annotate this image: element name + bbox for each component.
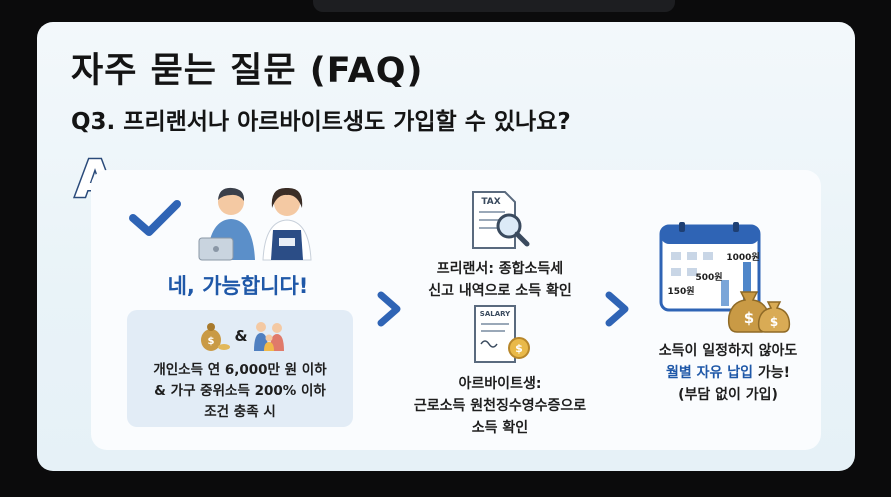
right-line: 소득이 일정하지 않아도 <box>658 343 798 359</box>
svg-text:$: $ <box>744 309 754 327</box>
right-line-rest: 가능! <box>753 365 791 381</box>
monthly-payment-text: 소득이 일정하지 않아도 월별 자유 납입 가능! (부담 없이 가입) <box>643 340 813 406</box>
condition-line: 개인소득 연 6,000만 원 이하 <box>153 362 327 378</box>
freelancer-line: 신고 내역으로 소득 확인 <box>428 283 572 299</box>
parttime-line: 소득 확인 <box>471 420 529 436</box>
svg-text:$: $ <box>770 315 778 329</box>
calendar-amount: 1000원 <box>726 251 759 263</box>
calendar-money-icon: 1000원 500원 150원 $ $ <box>659 222 791 333</box>
right-line: 월별 자유 납입 가능! <box>643 362 813 384</box>
checkmark-icon <box>129 200 181 236</box>
faq-card: 자주 묻는 질문 (FAQ) Q3. 프리랜서나 아르바이트생도 가입할 수 있… <box>37 22 855 471</box>
tax-document-icon: TAX <box>472 191 530 249</box>
window-top-bar <box>313 0 675 12</box>
svg-text:$: $ <box>208 336 215 347</box>
conditions-box: $ & 개인소득 연 6,000만 원 이하 & 가구 중위소득 200% 이하… <box>127 310 353 427</box>
parttime-line: 근로소득 원천징수영수증으로 <box>413 398 587 414</box>
money-family-icon: $ & <box>201 322 284 351</box>
calendar-amount: 150원 <box>667 285 694 297</box>
salary-label: SALARY <box>480 310 511 318</box>
page-title: 자주 묻는 질문 (FAQ) <box>71 51 424 91</box>
answer-panel: 네, 가능합니다! $ & 개인소득 연 6,000만 원 이하 & 가구 중위… <box>91 170 821 450</box>
parttime-line: 아르바이트생: <box>458 376 542 392</box>
chevron-right-icon <box>377 291 401 327</box>
calendar-amount: 500원 <box>695 271 722 283</box>
salary-document-icon: SALARY $ <box>474 305 530 363</box>
workers-icon <box>198 187 312 261</box>
freelancer-line: 프리랜서: 종합소득세 <box>436 261 564 277</box>
freelancer-text: 프리랜서: 종합소득세 신고 내역으로 소득 확인 <box>395 258 605 302</box>
ampersand: & <box>234 327 247 345</box>
right-line: (부담 없이 가입) <box>678 387 778 403</box>
chevron-right-icon <box>605 291 629 327</box>
tax-label: TAX <box>481 197 500 207</box>
condition-text: 개인소득 연 6,000만 원 이하 & 가구 중위소득 200% 이하 조건 … <box>133 360 347 423</box>
svg-text:$: $ <box>515 342 523 355</box>
condition-line: & 가구 중위소득 200% 이하 <box>154 383 326 399</box>
yes-text: 네, 가능합니다! <box>167 274 309 298</box>
condition-line: 조건 충족 시 <box>204 404 276 420</box>
question-heading: Q3. 프리랜서나 아르바이트생도 가입할 수 있나요? <box>71 109 571 135</box>
highlight-text: 월별 자유 납입 <box>665 365 753 381</box>
parttime-text: 아르바이트생: 근로소득 원천징수영수증으로 소득 확인 <box>395 373 605 439</box>
